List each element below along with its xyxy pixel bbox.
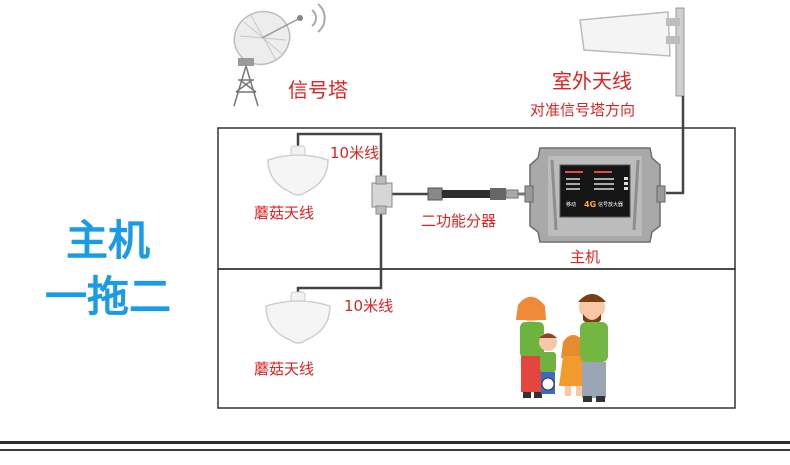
tower-label: 信号塔 bbox=[288, 78, 348, 102]
outdoor-antenna-note: 对准信号塔方向 bbox=[530, 101, 636, 119]
outdoor-antenna-icon bbox=[579, 7, 685, 97]
device-brand-right: 信号放大器 bbox=[598, 201, 623, 208]
divider-bar-top bbox=[0, 441, 790, 444]
splitter-icon bbox=[371, 175, 393, 215]
signal-tower-icon bbox=[233, 3, 326, 107]
mushroom-antenna-bottom-label: 蘑菇天线 bbox=[254, 360, 315, 378]
splitter-label: 二功能分器 bbox=[421, 212, 497, 230]
device-brand-left: 移动 bbox=[566, 201, 576, 208]
jumper-cable-icon bbox=[427, 187, 525, 201]
outdoor-cable bbox=[666, 96, 685, 195]
mushroom-antenna-bottom-icon bbox=[265, 291, 331, 344]
cable-bottom-label: 10米线 bbox=[344, 297, 394, 315]
host-unit-icon bbox=[524, 147, 666, 243]
outdoor-antenna-label: 室外天线 bbox=[552, 69, 632, 93]
family-illustration bbox=[516, 294, 608, 402]
side-title-line2: 一拖二 bbox=[45, 272, 172, 321]
divider-bar-bottom bbox=[0, 449, 790, 451]
mushroom-antenna-top-label: 蘑菇天线 bbox=[254, 204, 315, 222]
cable-top-label: 10米线 bbox=[330, 144, 380, 162]
device-badge: 4G bbox=[584, 200, 596, 209]
mushroom-antenna-top-icon bbox=[267, 145, 329, 196]
cable-top bbox=[296, 132, 383, 185]
bottom-frame bbox=[217, 268, 736, 409]
host-label: 主机 bbox=[570, 248, 601, 266]
side-title-line1: 主机 bbox=[66, 216, 151, 265]
